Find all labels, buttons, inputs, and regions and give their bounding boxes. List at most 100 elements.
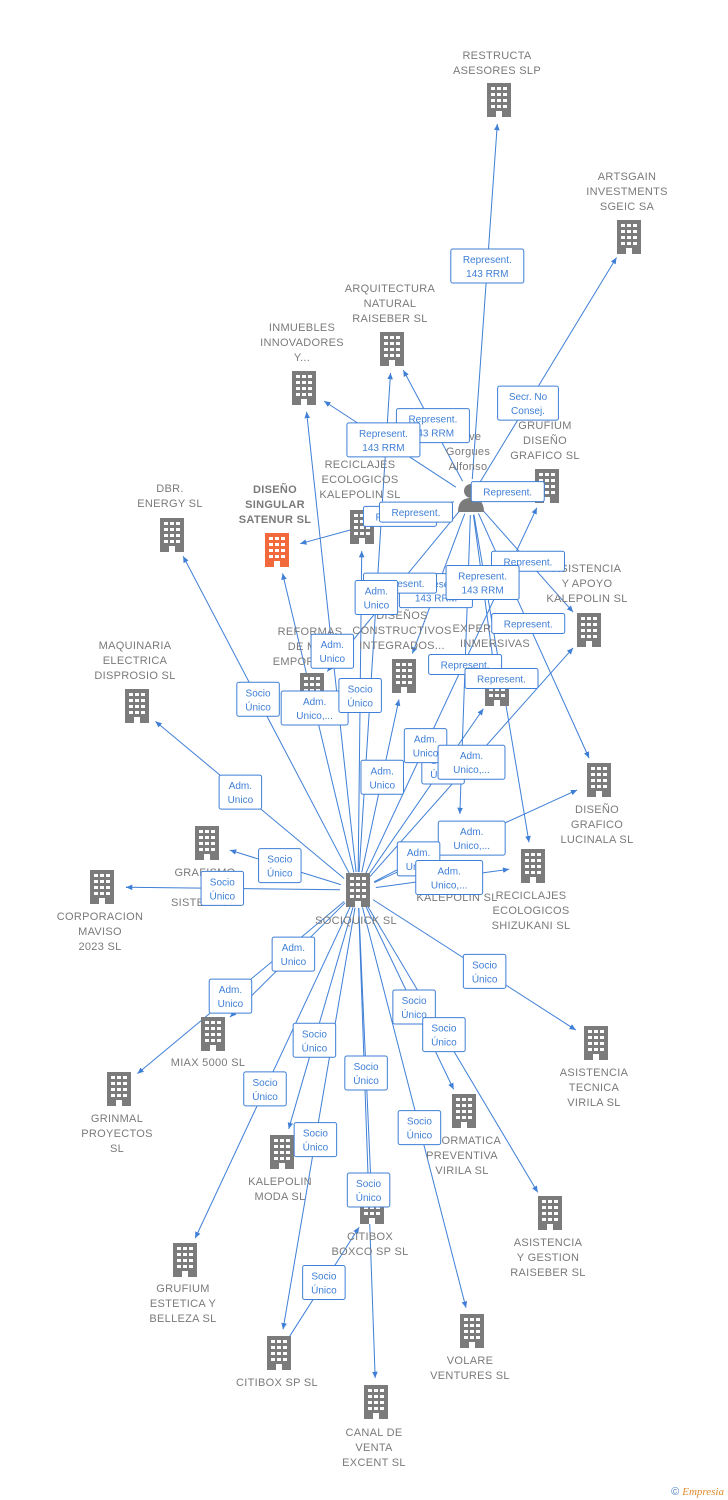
building-icon [195,826,219,860]
node-disenos-constructivos[interactable]: DISEÑOSCONSTRUCTIVOSINTEGRADOS... [352,609,451,693]
edge-label-text: Socio [210,877,235,888]
edge-label-text: Unico [320,654,346,665]
edge-label[interactable]: Represent. [464,668,539,690]
edge-label-text: Único [267,867,293,880]
edge-label-box [464,668,539,690]
edge-label[interactable]: Adm.Unico [354,580,399,616]
edge-label[interactable]: Adm.Unico,... [437,744,506,780]
edge-label-box [338,677,382,713]
edge-label-text: Socio [356,1179,381,1190]
node-dbr[interactable]: DBR.ENERGY SL [137,483,202,552]
edge-label-box [200,870,245,906]
edge-label[interactable]: Adm.Unico,... [280,690,349,726]
node-sociquick[interactable]: SOCIQUICK SL [315,873,397,927]
edge-label[interactable]: Adm.Unico [208,978,253,1014]
node-citibox-sp[interactable]: CITIBOX SP SL [236,1336,318,1389]
edge-label-text: Represent. [504,557,553,568]
edge-label-text: 143 RRM [415,594,457,605]
edge-label-text: Represent. [483,488,532,499]
edge-label[interactable]: Adm.Unico,... [415,859,484,895]
edge-label[interactable]: Adm.Unico [271,936,316,972]
edge-label-text: Único [210,889,236,902]
edge-label-text: Socio [253,1078,278,1089]
edge-label-box [208,978,253,1014]
edge-label-box [236,681,280,717]
edge-label-text: Unico,... [431,880,468,891]
node-label: LUCINALA SL [560,834,633,846]
edge-label[interactable]: Represent. [378,501,453,523]
edge-label[interactable]: Adm.Unico [310,633,355,669]
edge-label-text: Adm. [282,943,305,954]
edge-label[interactable]: Represent.143 RRM [450,248,525,284]
edge-label-text: 143 RRM [412,429,454,440]
edge-label-box [344,1055,388,1091]
node-label: VIRILA SL [567,1097,620,1109]
copyright-icon: © [671,1486,680,1498]
edge-label[interactable]: Adm.Unico [360,759,404,795]
edge-label[interactable]: Represent. [491,613,566,635]
edge-label[interactable]: Adm.Unico [403,728,448,764]
node-label: ASISTENCIA [560,1067,629,1079]
brand-logo[interactable]: Empresia [682,1486,724,1498]
node-label: MODA SL [254,1191,305,1203]
node-label: Y... [294,352,310,364]
edge-label-text: Único [347,696,373,709]
node-label: GRAFICO SL [510,450,580,462]
edge-label-box [470,481,545,503]
node-label: RECICLAJES [325,459,396,471]
node-label: Gorgues [446,446,490,458]
edge-label[interactable]: Adm.Unico,... [437,820,506,856]
edge-line [287,907,354,1130]
building-icon [587,763,611,797]
edge-label[interactable]: Represent.143 RRM [445,565,520,601]
edge-label[interactable]: Represent.143 RRM [346,422,421,458]
edge-label-text: Adm. [371,766,394,777]
edge-label[interactable]: Adm.Unico [218,774,263,810]
edge-label-text: Único [311,1284,337,1297]
edge-label-box [292,1022,337,1058]
node-miax[interactable]: MIAX 5000 SL [171,1017,246,1069]
edge-label[interactable]: Represent. [470,481,545,503]
edge-label-box [293,1122,338,1158]
edge-label-text: 143 RRM [466,269,508,280]
edge-label-text: 143 RRM [362,443,404,454]
edge-label-text: Socio [302,1029,327,1040]
node-label: VENTURES SL [430,1370,510,1382]
node-inmuebles[interactable]: INMUEBLESINNOVADORESY... [260,322,344,405]
